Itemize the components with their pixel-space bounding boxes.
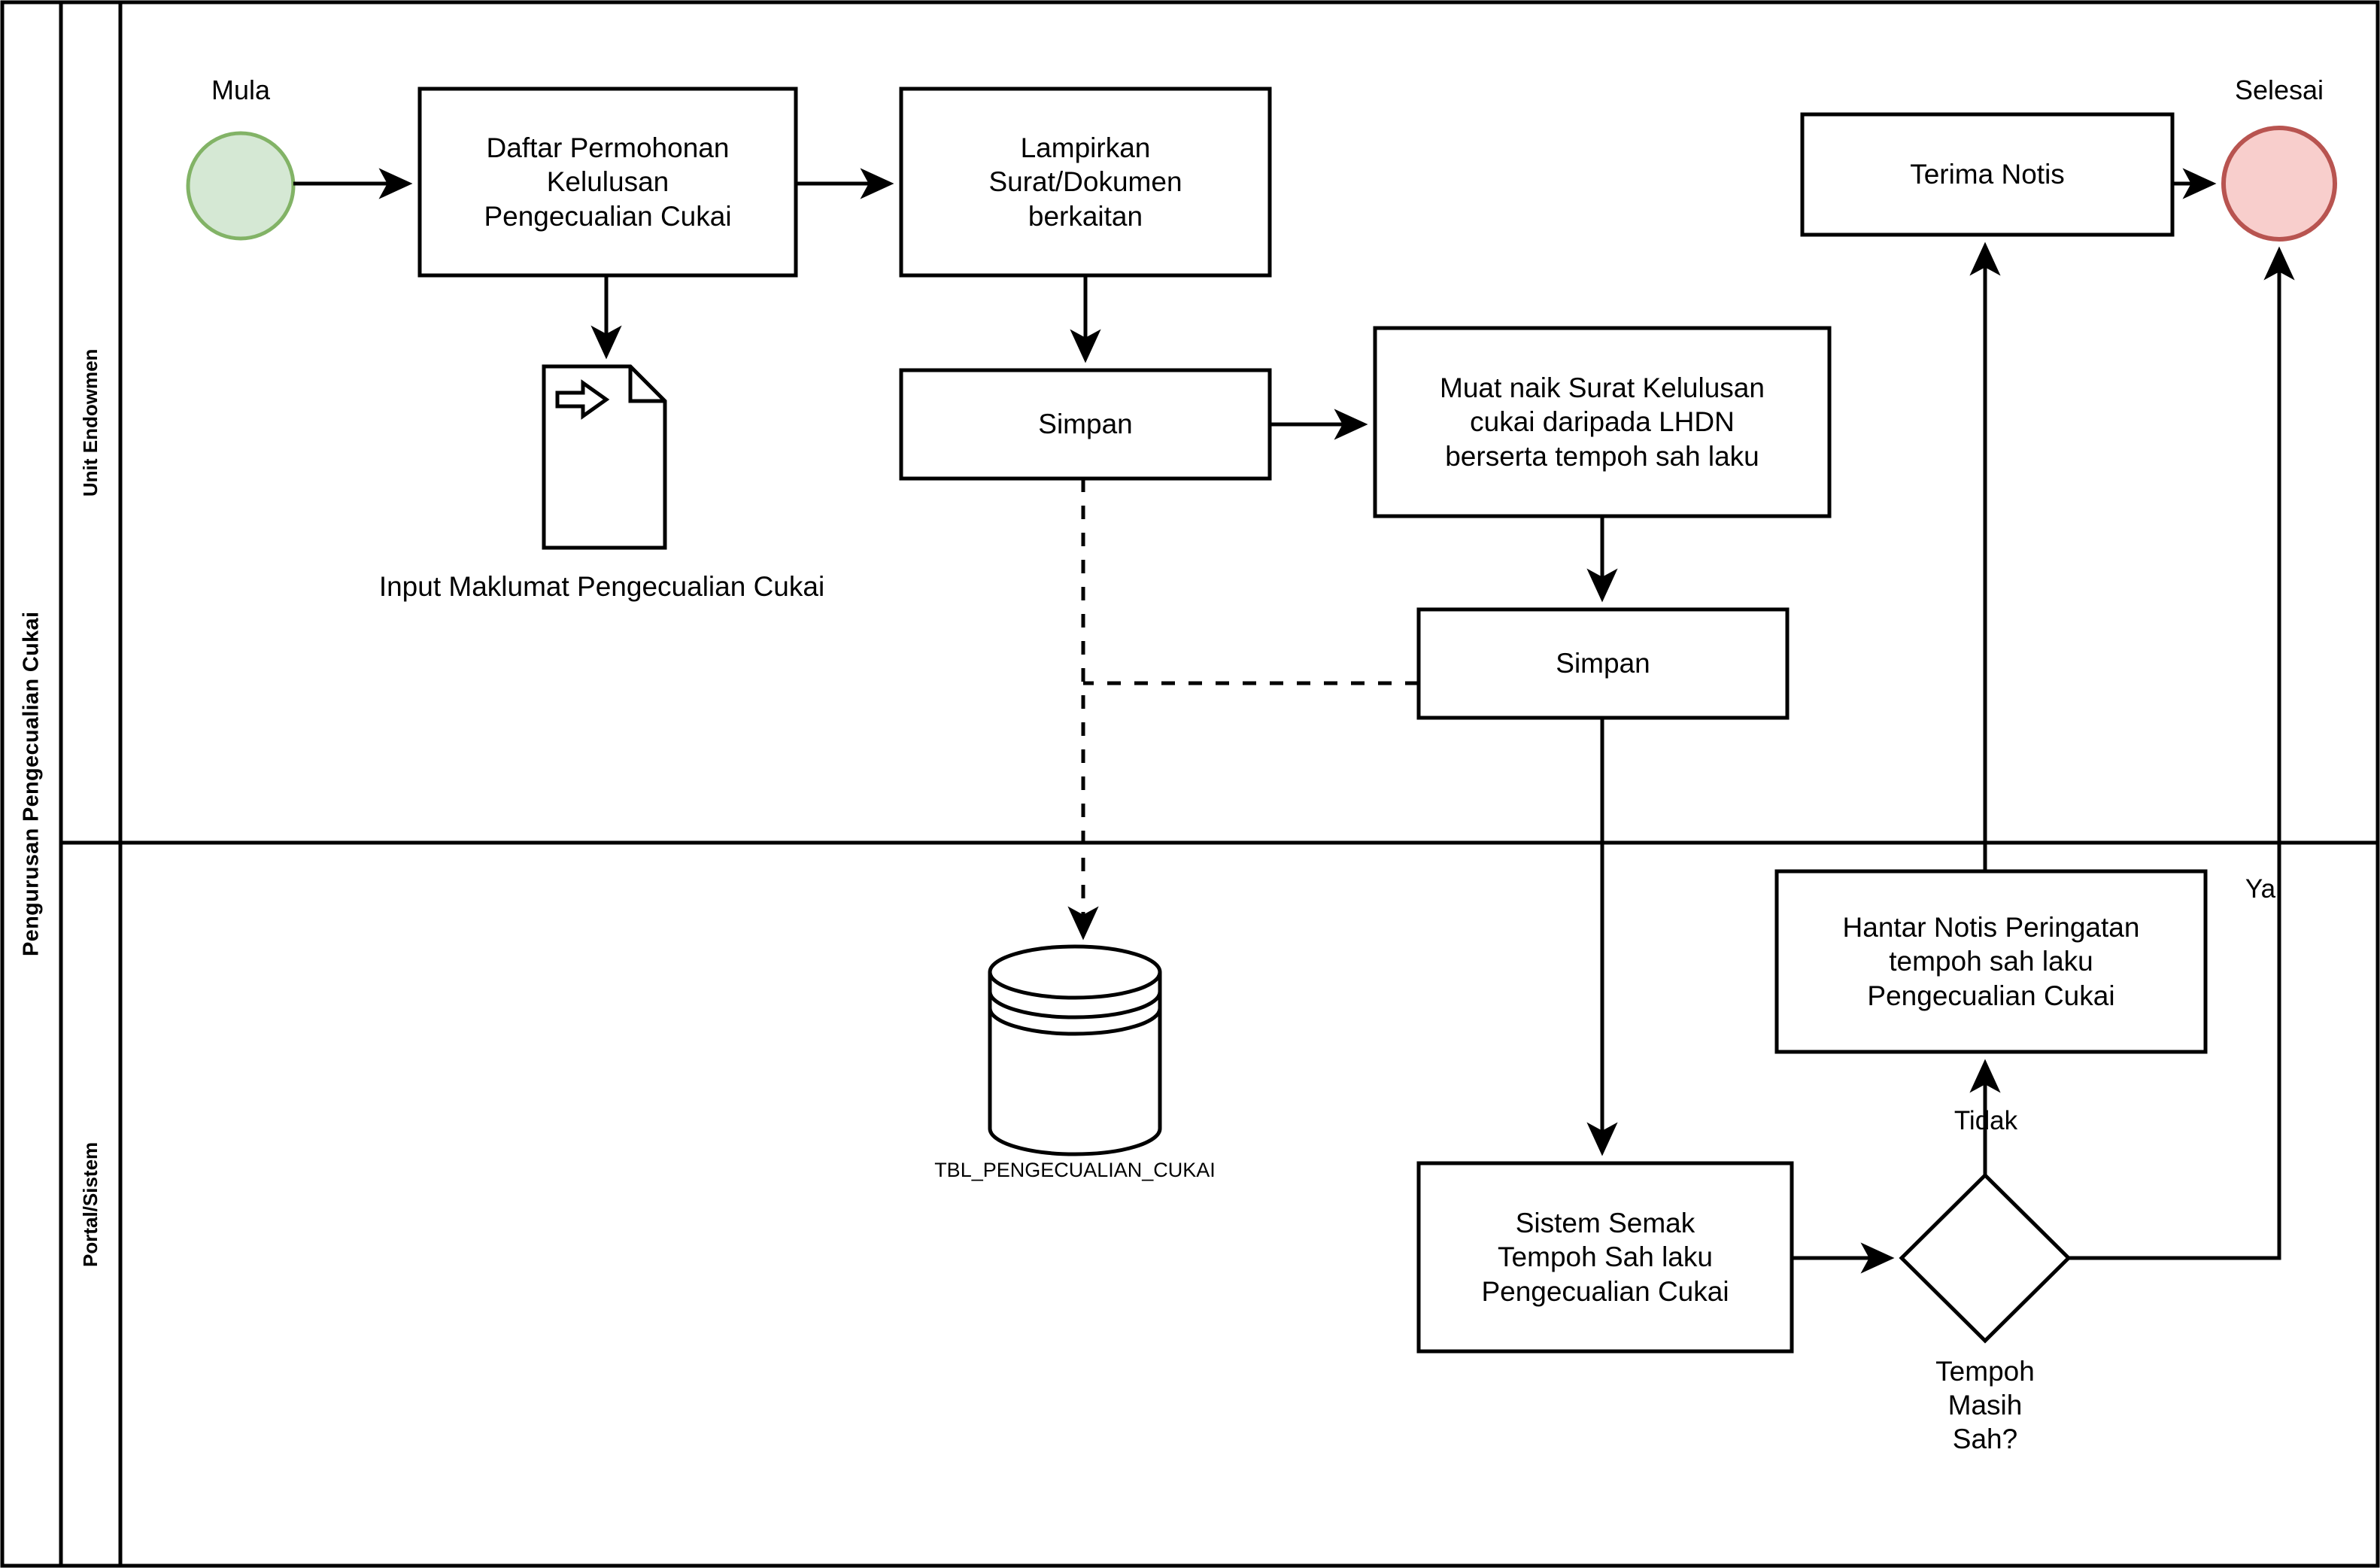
database-icon [988,944,1162,1156]
node-simpan-2[interactable] [1416,607,1790,720]
node-hantar-notis[interactable] [1774,869,2208,1054]
pool-title: Pengurusan Pengecualian Cukai [19,611,44,957]
connectors-dashed [1067,479,1419,940]
node-sistem-semak[interactable] [1416,1161,1794,1354]
node-simpan-1[interactable] [899,368,1272,481]
node-daftar-permohonan[interactable] [417,87,798,278]
lane-label-portal-sistem: Portal/Sistem [79,1141,102,1267]
lane-label-unit-endowmen: Unit Endowmen [79,348,102,497]
node-lampirkan-dokumen[interactable] [899,87,1272,278]
edge-decision-ya-to-end [2069,246,2295,1260]
node-muat-naik[interactable] [1373,326,1832,518]
connectors-solid [293,168,2295,1274]
node-start[interactable] [186,131,296,241]
document-icon [542,364,667,550]
node-end[interactable] [2221,126,2337,242]
node-terima-notis[interactable] [1800,112,2175,237]
node-decision-tempoh[interactable] [1899,1172,2072,1344]
